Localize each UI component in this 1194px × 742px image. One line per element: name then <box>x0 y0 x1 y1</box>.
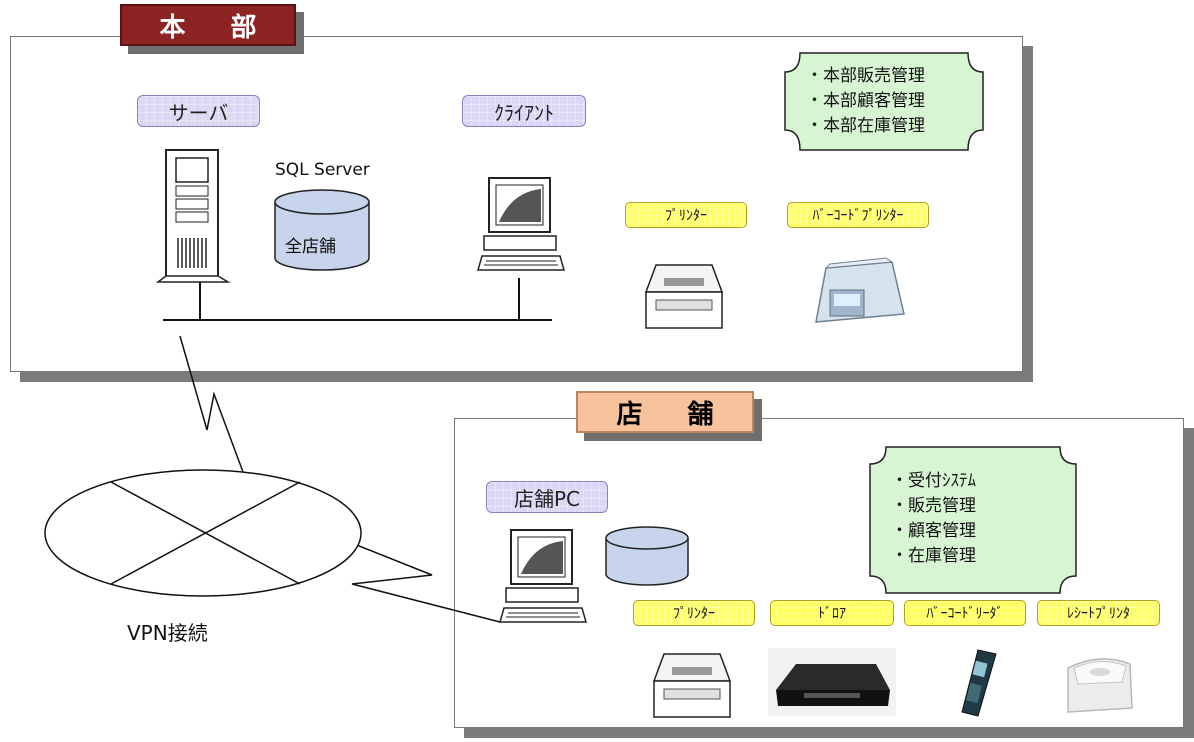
hq-function-item: ・本部販売管理 <box>806 66 925 86</box>
db-caption: SQL Server <box>275 160 370 180</box>
hq-function-list: ・本部販売管理 ・本部顧客管理 ・本部在庫管理 <box>806 64 925 139</box>
hq-client-computer-icon <box>477 177 565 271</box>
store-function-item: ・在庫管理 <box>891 546 976 566</box>
store-title: 店 舗 <box>576 391 754 433</box>
server-tower-icon <box>155 149 231 283</box>
hq-database-icon <box>274 189 370 271</box>
hq-barcode-printer-label: ﾊﾞｰｺｰﾄﾞﾌﾟﾘﾝﾀｰ <box>787 202 929 228</box>
store-function-item: ・販売管理 <box>891 496 976 516</box>
hq-lan <box>163 278 552 321</box>
hq-db-label: 全店舗 <box>285 237 336 257</box>
receipt-printer-icon <box>1067 658 1133 713</box>
barcode-reader-label: ﾊﾞｰｺｰﾄﾞﾘｰﾀﾞ <box>904 600 1026 626</box>
vpn-link-hq <box>179 335 244 473</box>
hq-printer-icon <box>644 264 724 329</box>
store-function-item: ・顧客管理 <box>891 521 976 541</box>
hq-function-item: ・本部顧客管理 <box>806 91 925 111</box>
store-function-box <box>869 446 1077 594</box>
cash-drawer-icon <box>768 648 896 716</box>
store-database-icon <box>605 526 689 586</box>
store-pc-icon <box>499 529 587 623</box>
hq-function-box <box>784 52 984 151</box>
store-function-list: ・受付ｼｽﾃﾑ ・販売管理 ・顧客管理 ・在庫管理 <box>891 469 976 569</box>
vpn-label: VPN接続 <box>127 621 208 645</box>
store-printer-label: ﾌﾟﾘﾝﾀｰ <box>633 600 755 626</box>
server-label: サーバ <box>137 95 260 127</box>
vpn-cloud-icon <box>44 469 362 597</box>
hq-printer-label: ﾌﾟﾘﾝﾀｰ <box>625 202 747 228</box>
drawer-label: ﾄﾞﾛｱ <box>770 600 894 626</box>
store-pc-label: 店舗PC <box>486 481 608 513</box>
barcode-reader-icon <box>961 649 997 717</box>
store-function-item: ・受付ｼｽﾃﾑ <box>891 471 976 491</box>
vpn-link-store <box>343 539 501 623</box>
receipt-printer-label: ﾚｼｰﾄﾌﾟﾘﾝﾀ <box>1037 600 1160 626</box>
hq-title: 本 部 <box>120 4 296 46</box>
hq-function-item: ・本部在庫管理 <box>806 116 925 136</box>
client-label: ｸﾗｲｱﾝﾄ <box>462 95 586 127</box>
store-printer-icon <box>652 653 732 718</box>
hq-barcode-printer-icon <box>815 257 905 323</box>
